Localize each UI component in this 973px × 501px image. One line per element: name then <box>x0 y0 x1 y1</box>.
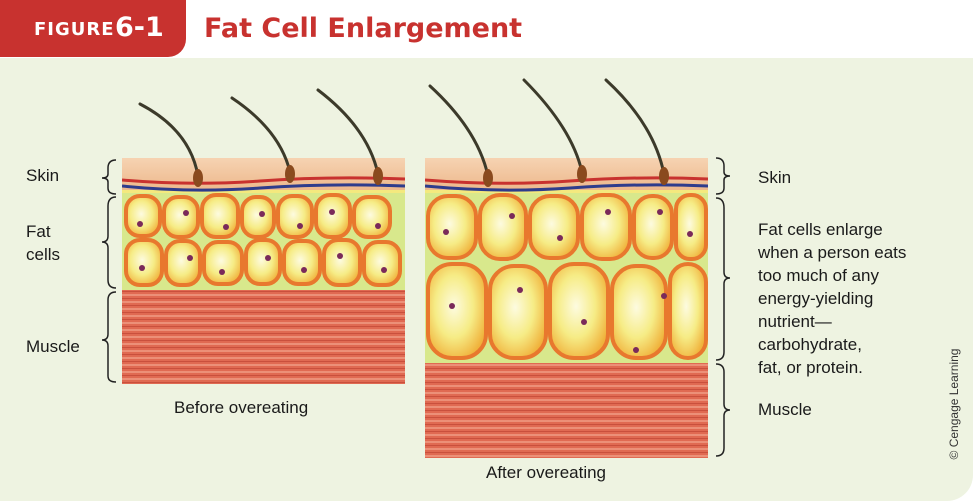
brace-fat-right <box>716 198 730 360</box>
after-muscle-label: Muscle <box>758 398 812 421</box>
after-muscle-layer <box>425 363 708 458</box>
before-cross-section <box>122 158 405 384</box>
right-braces <box>716 158 730 456</box>
brace-skin-left <box>102 160 116 194</box>
after-cross-section <box>425 158 708 458</box>
before-muscle-label: Muscle <box>26 335 80 358</box>
brace-muscle-left <box>102 292 116 382</box>
before-skin-label: Skin <box>26 164 59 187</box>
before-fat-label: Fat cells <box>26 220 60 266</box>
brace-muscle-right <box>716 364 730 456</box>
before-caption: Before overeating <box>174 396 308 419</box>
after-fat-label: Fat cells enlarge when a person eats too… <box>758 218 906 379</box>
brace-skin-right <box>716 158 730 194</box>
after-caption: After overeating <box>486 461 606 484</box>
after-skin-label: Skin <box>758 166 791 189</box>
left-braces <box>102 160 116 382</box>
brace-fat-left <box>102 197 116 288</box>
before-muscle-layer <box>122 290 405 384</box>
copyright-credit: © Cengage Learning <box>947 349 961 460</box>
